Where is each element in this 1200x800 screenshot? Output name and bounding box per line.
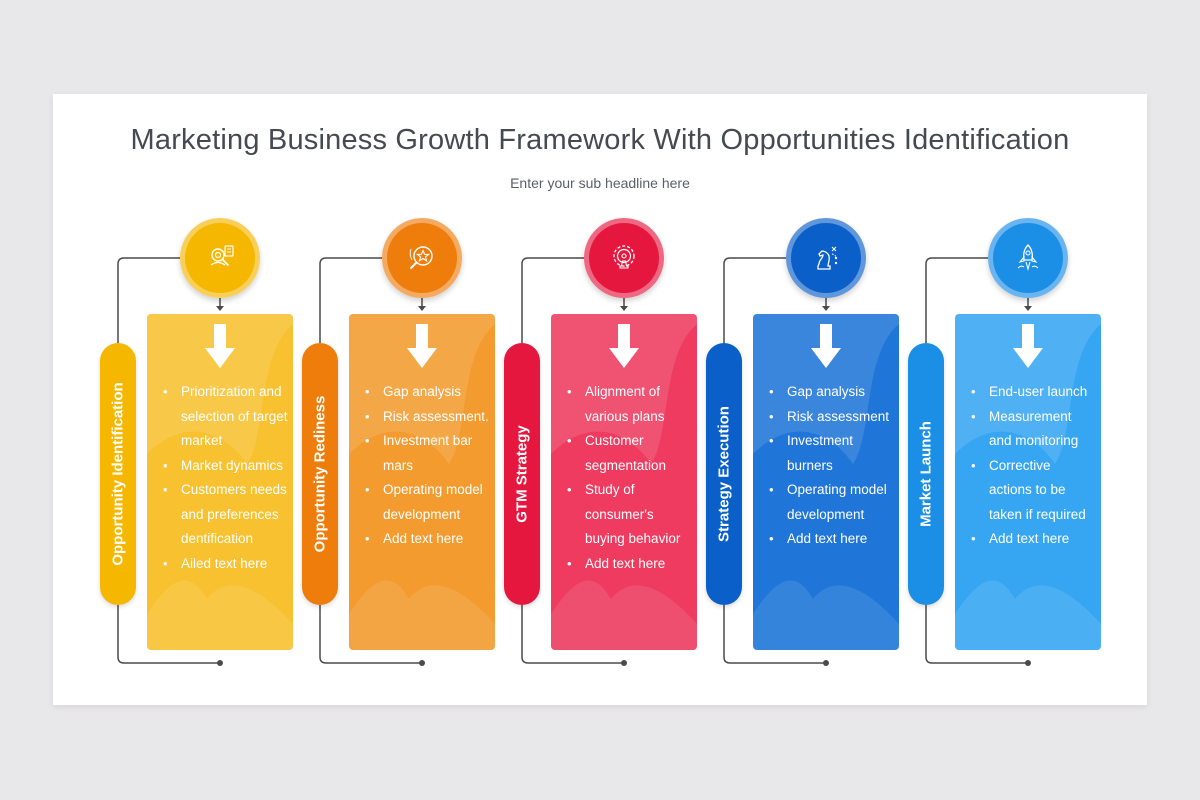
bullet-item: Customer segmentation [565, 429, 693, 478]
stage-pill: Opportunity Rediness [302, 343, 338, 605]
bullet-item: Risk assessment [767, 405, 895, 430]
bullet-item: Operating model development [363, 478, 491, 527]
slide-subtitle: Enter your sub headline here [510, 175, 690, 191]
stage-label: Opportunity Rediness [311, 395, 329, 553]
icon-circle [988, 218, 1068, 298]
stage-label: Strategy Execution [715, 406, 733, 542]
bullet-item: Add text here [969, 527, 1097, 552]
icon-circle [382, 218, 462, 298]
framework-column: Opportunity Identification Prioritization… [100, 0, 300, 800]
framework-column: Strategy Execution Gap analysisRisk asses… [706, 0, 906, 800]
knight-strategy-icon [817, 246, 838, 270]
slide-title: Marketing Business Growth Framework With… [130, 124, 1070, 156]
framework-column: Market Launch End-user launchMeasurement … [908, 0, 1108, 800]
stage-card: Alignment of various plansCustomer segme… [551, 314, 697, 650]
down-arrow-icon [811, 324, 841, 368]
bullet-list: Gap analysisRisk assessmentInvestment bu… [767, 380, 895, 552]
down-arrow-icon [407, 324, 437, 368]
bullet-list: Alignment of various plansCustomer segme… [565, 380, 693, 576]
bullet-item: Investment burners [767, 429, 895, 478]
star-search-icon [409, 246, 433, 269]
stage-label: GTM Strategy [513, 425, 531, 523]
bullet-item: Add text here [767, 527, 895, 552]
down-arrow-icon [205, 324, 235, 368]
stage-card: Gap analysisRisk assessment.Investment b… [349, 314, 495, 650]
target-market-analysis-icon [210, 245, 234, 266]
bullet-list: Prioritization and selection of target m… [161, 380, 289, 576]
bullet-item: Measurement and monitoring [969, 405, 1097, 454]
down-arrow-icon [609, 324, 639, 368]
bullet-item: Gap analysis [363, 380, 491, 405]
bullet-list: End-user launchMeasurement and monitorin… [969, 380, 1097, 552]
stage-pill: GTM Strategy [504, 343, 540, 605]
bullet-item: Gap analysis [767, 380, 895, 405]
icon-circle [786, 218, 866, 298]
stage-pill: Opportunity Identification [100, 343, 136, 605]
bullet-item: Operating model development [767, 478, 895, 527]
bullet-item: Customers needs and preferences dentific… [161, 478, 289, 552]
bullet-item: Ailed text here [161, 552, 289, 577]
bullet-item: Study of consumer's buying behavior [565, 478, 693, 552]
framework-column: Opportunity Rediness Gap analysisRisk ass… [302, 0, 502, 800]
bullet-item: Market dynamics [161, 454, 289, 479]
stage-label: Market Launch [917, 421, 935, 527]
stage-pill: Strategy Execution [706, 343, 742, 605]
bullet-item: Alignment of various plans [565, 380, 693, 429]
stage-card: Prioritization and selection of target m… [147, 314, 293, 650]
chess-gear-icon [613, 245, 635, 269]
icon-circle [180, 218, 260, 298]
framework-column: GTM Strategy Alignment of various plansCu… [504, 0, 704, 800]
bullet-item: Investment bar mars [363, 429, 491, 478]
stage-pill: Market Launch [908, 343, 944, 605]
bullet-item: Add text here [565, 552, 693, 577]
stage-card: End-user launchMeasurement and monitorin… [955, 314, 1101, 650]
bullet-item: Corrective actions to be taken if requir… [969, 454, 1097, 528]
stage-label: Opportunity Identification [109, 382, 127, 566]
down-arrow-icon [1013, 324, 1043, 368]
bullet-item: Prioritization and selection of target m… [161, 380, 289, 454]
stage-card: Gap analysisRisk assessmentInvestment bu… [753, 314, 899, 650]
bullet-item: End-user launch [969, 380, 1097, 405]
bullet-list: Gap analysisRisk assessment.Investment b… [363, 380, 491, 552]
bullet-item: Add text here [363, 527, 491, 552]
bullet-item: Risk assessment. [363, 405, 491, 430]
rocket-icon [1017, 244, 1039, 272]
icon-circle [584, 218, 664, 298]
